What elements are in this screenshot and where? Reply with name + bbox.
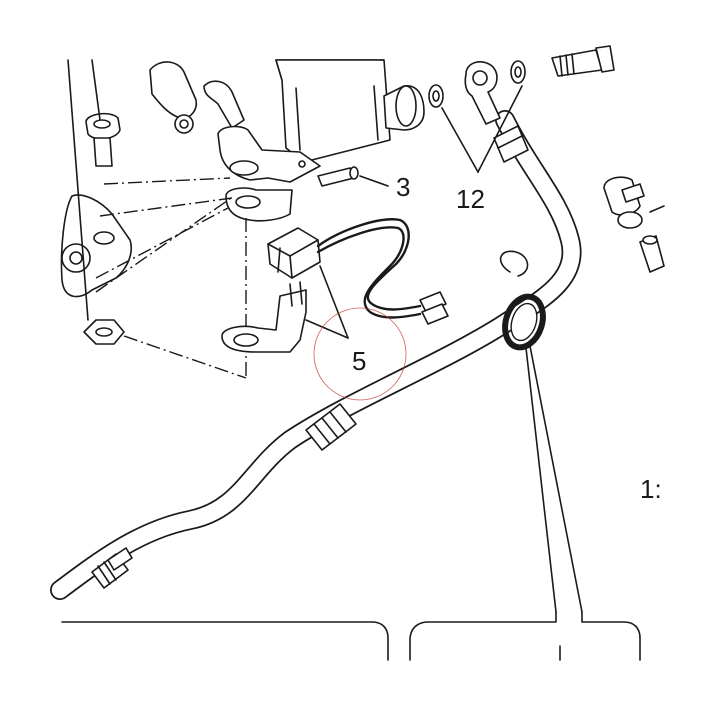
wire-connectors bbox=[419, 291, 449, 325]
hose-fitting-lower bbox=[91, 547, 133, 589]
bottom-frames bbox=[61, 611, 641, 661]
callout-12: 12 bbox=[456, 184, 485, 214]
hose-crimp-middle bbox=[305, 403, 357, 451]
leader-lines-left bbox=[67, 59, 101, 321]
master-cylinder bbox=[275, 59, 425, 163]
mounting-bolt bbox=[85, 112, 121, 167]
switch-wire bbox=[316, 218, 422, 319]
hose-grommet bbox=[502, 293, 546, 351]
leader-lines-bottom bbox=[525, 345, 583, 613]
brake-light-switch bbox=[267, 227, 321, 279]
brake-lever-pivot bbox=[149, 61, 245, 134]
partial-parts-right bbox=[603, 176, 665, 273]
banjo-fitting bbox=[464, 61, 501, 125]
hose-crimp-upper bbox=[493, 125, 529, 163]
leader-lines-12 bbox=[441, 85, 523, 173]
banjo-bolt bbox=[551, 45, 615, 77]
callout-5: 5 bbox=[352, 346, 366, 376]
callout-13: 1: bbox=[640, 474, 662, 504]
screw-3 bbox=[317, 166, 389, 187]
assembly-centerlines bbox=[95, 177, 247, 379]
hex-nut bbox=[83, 319, 125, 345]
hose-clip-loop bbox=[499, 250, 529, 277]
handlebar-clamp bbox=[60, 194, 132, 298]
leader-lines-5 bbox=[305, 265, 349, 339]
switch-bracket bbox=[221, 281, 307, 353]
highlight-circle bbox=[313, 307, 407, 401]
copper-washers bbox=[428, 60, 526, 108]
hose-assembly bbox=[50, 110, 582, 600]
mounting-bracket bbox=[217, 125, 321, 222]
callout-3: 3 bbox=[396, 172, 410, 202]
